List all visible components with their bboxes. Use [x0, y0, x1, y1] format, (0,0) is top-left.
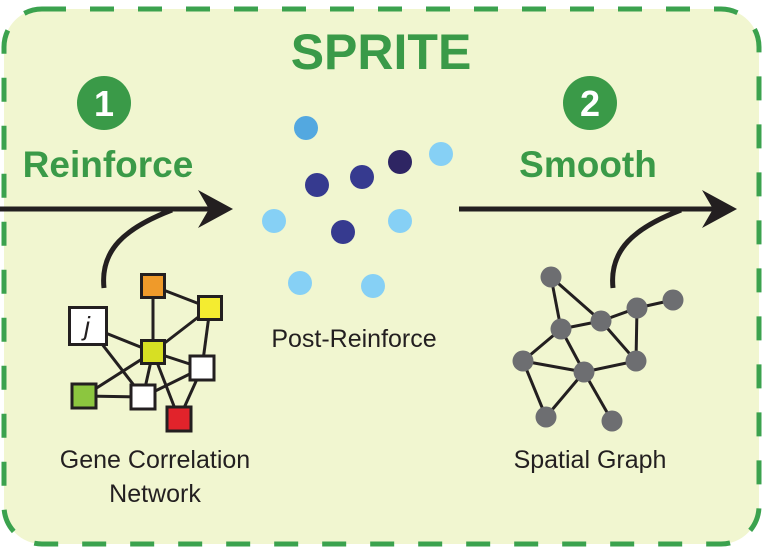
spatial-node-D: [626, 297, 648, 319]
spatial-node-C: [590, 310, 612, 332]
spatial-node-H: [625, 350, 647, 372]
spatial-graph-caption: Spatial Graph: [514, 446, 667, 474]
gene-network-caption-line1: Gene Correlation: [60, 446, 250, 474]
gene-node-lime: [140, 339, 166, 365]
post-reinforce-point: [429, 142, 453, 166]
step-2-number: 2: [580, 83, 600, 124]
post-reinforce-point: [262, 209, 286, 233]
spatial-node-F: [512, 350, 534, 372]
step-1-label: Reinforce: [23, 144, 194, 185]
gene-node-orange: [140, 273, 166, 299]
step-reinforce: 1 Reinforce: [23, 76, 194, 185]
post-reinforce-point: [288, 271, 312, 295]
post-reinforce-point: [388, 209, 412, 233]
spatial-node-J: [601, 410, 623, 432]
spatial-node-G: [573, 361, 595, 383]
reinforce-arrow: [0, 190, 233, 289]
post-reinforce-points: [262, 116, 453, 298]
gene-node-j: [68, 306, 108, 346]
gene-node-label: j: [81, 311, 91, 341]
post-reinforce-point: [361, 274, 385, 298]
reinforce-arrowhead-icon: [198, 190, 233, 228]
spatial-node-B: [550, 318, 572, 340]
gene-node-white-right: [188, 354, 216, 382]
smooth-arrow: [459, 190, 737, 289]
spatial-graph-nodes: [512, 266, 684, 432]
spatial-node-E: [662, 289, 684, 311]
smooth-input-curve: [610, 207, 682, 289]
gene-node-green: [70, 382, 98, 410]
step-2-label: Smooth: [519, 144, 657, 185]
step-2-badge: [563, 76, 617, 130]
gene-node-yellow: [197, 295, 223, 321]
spatial-node-A: [540, 266, 562, 288]
diagram-title: SPRITE: [291, 24, 472, 80]
step-smooth: 2 Smooth: [519, 76, 657, 185]
gene-node-red: [165, 405, 193, 433]
smooth-arrowhead-icon: [702, 190, 737, 228]
post-reinforce-point: [331, 220, 355, 244]
spatial-node-I: [535, 406, 557, 428]
reinforce-input-curve: [101, 207, 173, 289]
panel-background: [1, 6, 762, 547]
gene-network-caption-line2: Network: [109, 480, 201, 508]
step-1-number: 1: [94, 83, 114, 124]
gene-node-white-bottom: [129, 383, 157, 411]
spatial-edge: [550, 275, 602, 323]
post-reinforce-caption: Post-Reinforce: [271, 325, 436, 353]
post-reinforce-point: [294, 116, 318, 140]
step-1-badge: [77, 76, 131, 130]
gene-network-nodes: j: [68, 273, 223, 433]
post-reinforce-point: [305, 173, 329, 197]
post-reinforce-point: [388, 150, 412, 174]
post-reinforce-point: [350, 165, 374, 189]
